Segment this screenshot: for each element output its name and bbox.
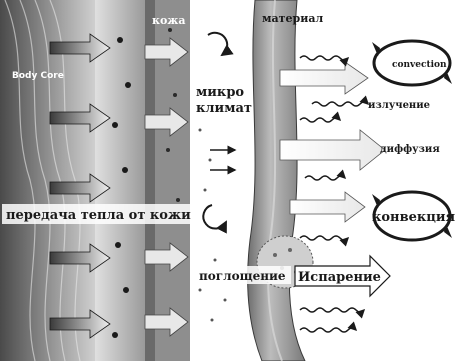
material-label: материал (262, 12, 323, 25)
microclimate-label-line2: климат (196, 101, 252, 116)
radiation-squiggle-mid (300, 118, 340, 122)
skin-label: кожа (152, 14, 186, 27)
micro-loop-mid (203, 205, 226, 229)
material-layer (248, 0, 305, 361)
microclimate-label-line1: микро (196, 85, 244, 100)
evaporation-label: Испарение (298, 270, 381, 285)
absorption-label: поглощение (199, 269, 286, 283)
micro-convection-loops (203, 33, 227, 229)
convection-ru-label: конвекция (372, 210, 456, 225)
heat-from-skin-label: передача тепла от кожи (6, 208, 191, 223)
microclimate-dots (199, 129, 227, 322)
body-core-label: Body Core (12, 71, 64, 81)
material-arrow-convection (290, 192, 365, 222)
diffusion-label: диффузия (380, 144, 440, 155)
radiation-label: излучение (368, 100, 430, 111)
convection-en-label: convection (392, 60, 447, 70)
micro-loop-top (208, 33, 227, 55)
